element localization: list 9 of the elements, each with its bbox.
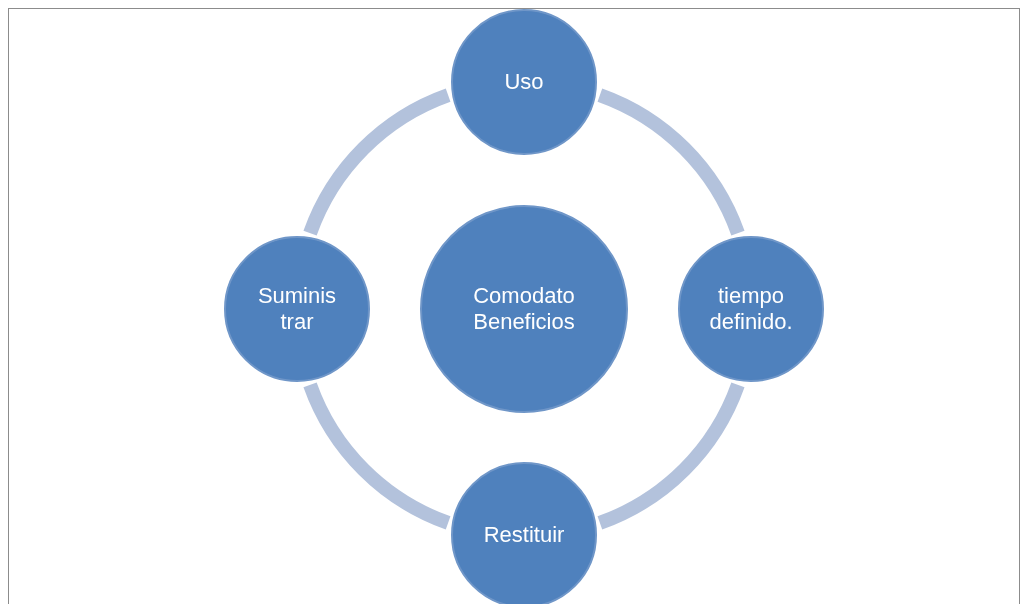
node-label: tiempo definido. xyxy=(708,283,794,335)
node-label: Suminis trar xyxy=(256,283,338,335)
node-label: Restituir xyxy=(483,522,565,548)
ring-segment xyxy=(303,382,451,530)
ring-segment xyxy=(303,88,451,236)
node-label: Uso xyxy=(504,69,544,95)
ring-segment xyxy=(597,88,745,236)
ring-segment xyxy=(597,382,745,530)
node-label: Comodato Beneficios xyxy=(472,283,576,335)
